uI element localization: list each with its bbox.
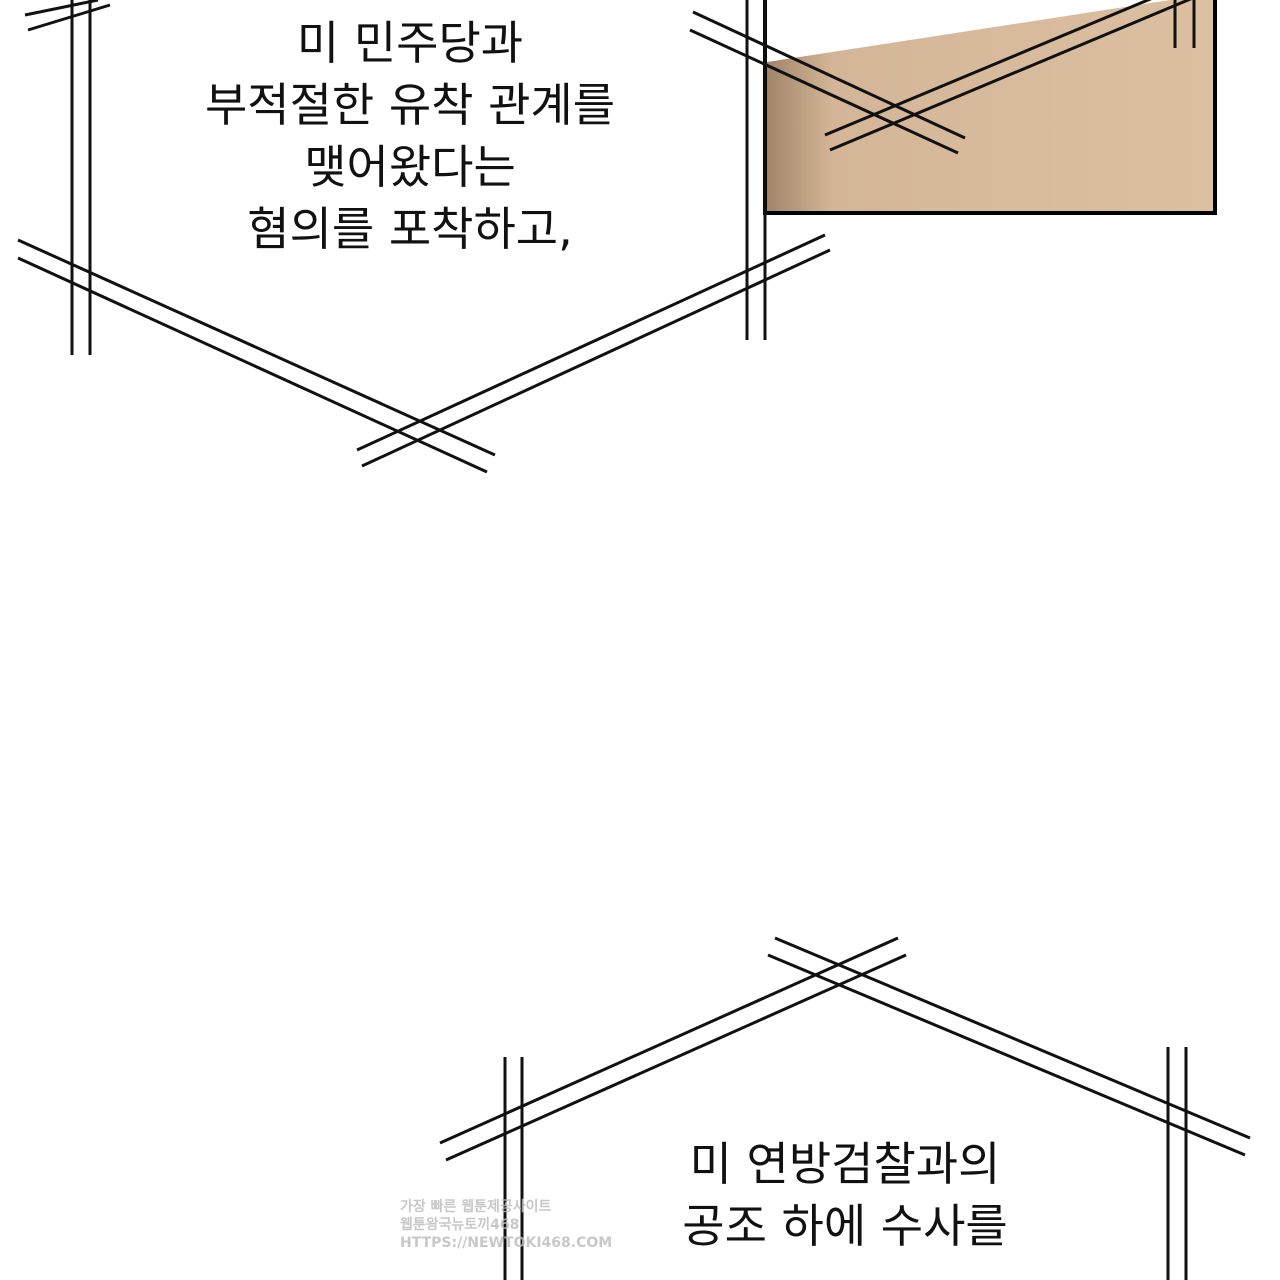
watermark: 가장 빠른 웹툰제공사이트 웹툰왕국뉴토끼468 HTTPS://NEWTOKI…	[400, 1198, 612, 1252]
speech-bubble-top: 미 민주당과 부적절한 유착 관계를 맺어왔다는 혐의를 포착하고,	[160, 12, 660, 260]
bubble-line: 부적절한 유착 관계를	[204, 78, 616, 132]
speech-bubble-bottom: 미 연방검찰과의 공조 하에 수사를	[655, 1133, 1035, 1257]
bubble-line: 공조 하에 수사를	[682, 1199, 1008, 1253]
watermark-line: HTTPS://NEWTOKI468.COM	[400, 1235, 613, 1251]
bubble-line: 맺어왔다는	[304, 140, 516, 194]
watermark-line: 웹툰왕국뉴토끼468	[400, 1217, 520, 1233]
bubble-line: 혐의를 포착하고,	[247, 202, 573, 256]
background-panel	[763, 0, 1217, 215]
bubble-line: 미 민주당과	[296, 16, 524, 70]
speech-bubble-outline-bottom	[439, 936, 1251, 1280]
bubble-line: 미 연방검찰과의	[689, 1137, 1001, 1191]
speech-bubble-outline-top	[17, 0, 1196, 474]
watermark-line: 가장 빠른 웹툰제공사이트	[400, 1199, 552, 1215]
